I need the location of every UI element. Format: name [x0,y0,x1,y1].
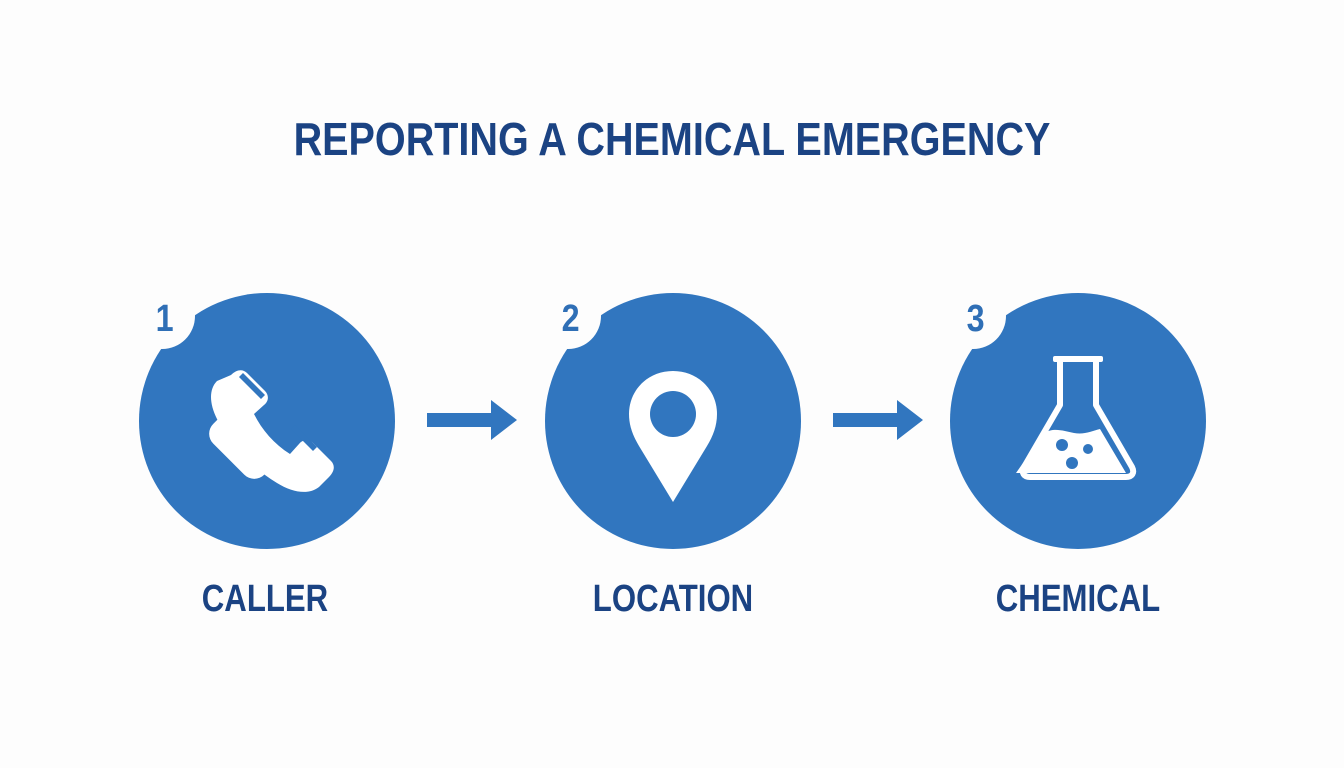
step-label-caller: CALLER [201,578,329,620]
step-label-chemical: CHEMICAL [995,578,1161,620]
arrow-right-icon [833,400,923,440]
step-number: 2 [562,297,580,340]
page-title: REPORTING A CHEMICAL EMERGENCY [293,113,1051,165]
step-label-location: LOCATION [592,578,754,620]
map-pin-icon [629,371,717,502]
step-number: 3 [967,297,985,340]
flask-icon [1016,356,1137,480]
step-number-badge: 3 [940,283,1006,349]
phone-icon [209,370,334,492]
step-number-badge: 1 [129,283,195,349]
step-chemical: 3 [940,283,1206,549]
step-location: 2 [535,283,801,549]
step-caller: 1 [129,283,395,549]
step-number: 1 [156,297,174,340]
arrow-right-icon [427,400,517,440]
step-number-badge: 2 [535,283,601,349]
